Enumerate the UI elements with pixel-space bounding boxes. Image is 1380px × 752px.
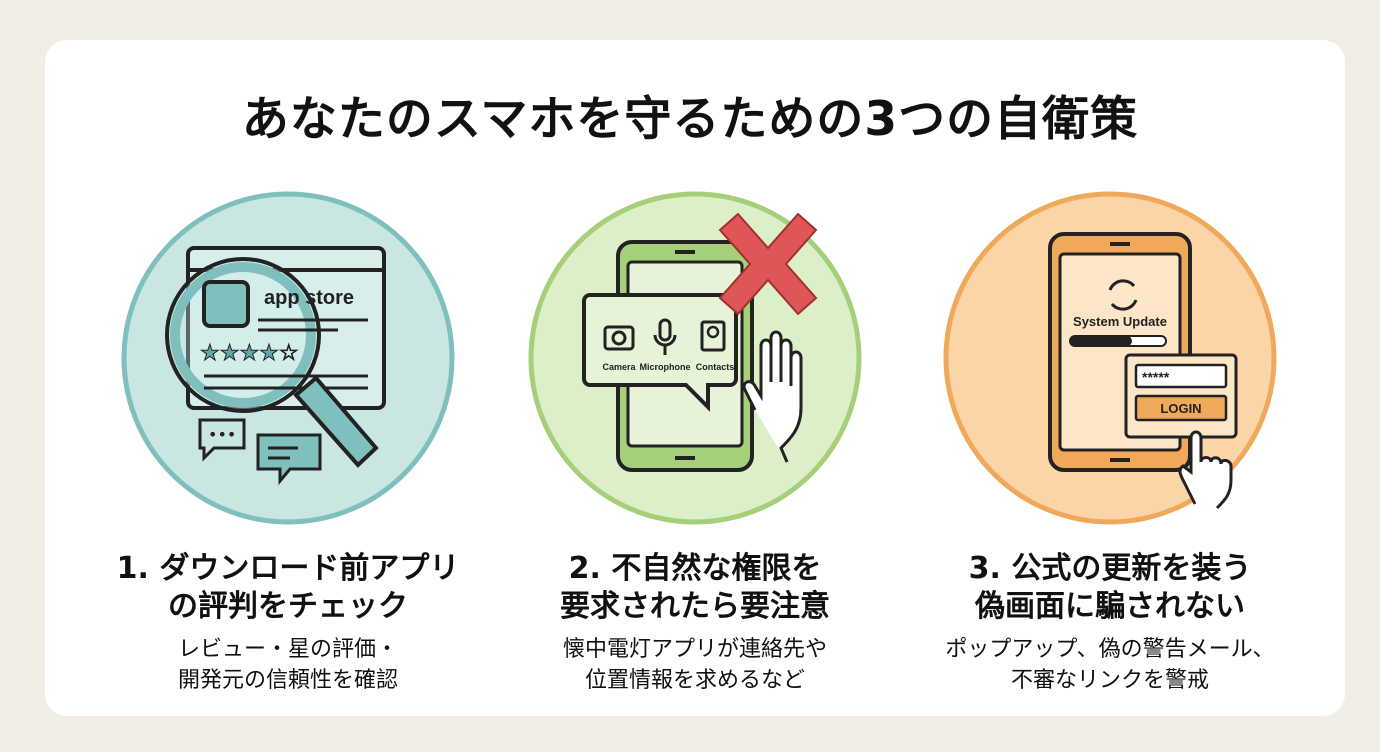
password-field: *****: [1142, 369, 1170, 385]
tip-desc-line1: レビュー・星の評価・: [177, 637, 398, 662]
update-progress-fill: [1070, 336, 1132, 346]
tip-heading-line2: の評判をチェック: [168, 589, 408, 624]
red-x-icon: [718, 212, 818, 316]
tip-2: Camera Microphone Contacts 2. 不自然な権限を 要求…: [485, 190, 905, 696]
tip-desc-line2: 開発元の信頼性を確認: [177, 668, 398, 693]
chat-bubble-icon: •••: [208, 425, 236, 444]
stop-hand-icon: [742, 330, 803, 463]
pointing-hand-icon: [1178, 430, 1233, 510]
tip-desc-line1: ポップアップ、偽の警告メール、: [945, 637, 1275, 662]
camera-label: Camera: [602, 362, 636, 372]
tip-desc-line1: 懐中電灯アプリが連絡先や: [562, 637, 827, 662]
tip-desc-line2: 位置情報を求めるなど: [584, 668, 805, 693]
tip-heading-line2: 要求されたら要注意: [560, 589, 830, 624]
star-rating-icon: ★★★★☆: [200, 341, 299, 366]
tip-desc-line2: 不審なリンクを警戒: [1010, 668, 1209, 693]
contacts-icon: [700, 320, 726, 352]
page-title: あなたのスマホを守るための3つの自衛策: [241, 92, 1139, 147]
tip-heading-line1: 1. ダウンロード前アプリ: [116, 551, 460, 586]
microphone-icon: [653, 318, 677, 355]
tip-heading-line1: 2. 不自然な権限を: [568, 551, 822, 586]
tip-3: System Update ***** LOGIN 3. 公式の更新を装う 偽画…: [900, 190, 1320, 696]
microphone-label: Microphone: [640, 362, 691, 372]
fake-update-login-icon: System Update ***** LOGIN: [943, 191, 1277, 525]
store-label: app store: [264, 287, 354, 309]
tip-heading-line1: 3. 公式の更新を装う: [968, 551, 1252, 586]
camera-icon: [603, 325, 635, 351]
login-button-label: LOGIN: [1160, 401, 1201, 416]
magnifier-app-store-icon: app store ★★★★☆ •••: [121, 191, 455, 525]
tip-heading-line2: 偽画面に騙されない: [975, 589, 1245, 624]
refresh-icon: [1108, 279, 1138, 311]
permission-denied-icon: Camera Microphone Contacts: [528, 191, 862, 525]
magnifier-handle: [293, 375, 379, 468]
system-update-label: System Update: [1073, 314, 1167, 329]
contacts-label: Contacts: [696, 362, 735, 372]
tip-1: app store ★★★★☆ ••• 1. ダウンロード前アプリ の評判をチェ…: [78, 190, 498, 696]
